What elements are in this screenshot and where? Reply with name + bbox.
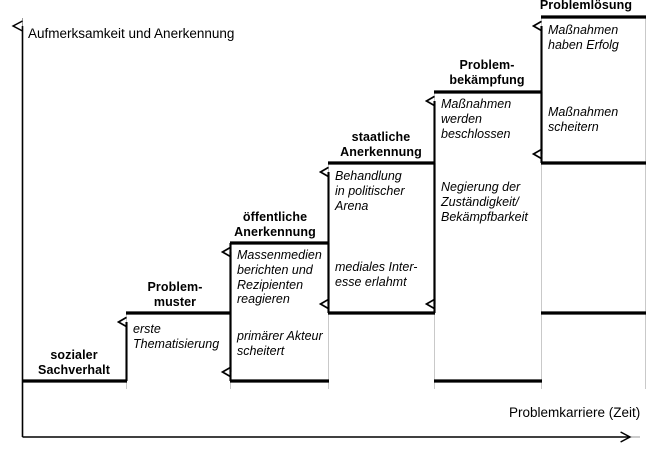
stage-label-problemmuster: Problem- muster	[147, 280, 203, 309]
y-axis-label: Aufmerksamkeit und Anerkennung	[28, 26, 235, 41]
transition-label-massnahmen-scheitern: Maßnahmen scheitern	[548, 105, 619, 134]
transition-label-primaerer-akteur-scheitert: primärer Akteur scheitert	[237, 329, 323, 358]
transition-label-massenmedien: Massenmedien berichten und Rezipienten r…	[237, 248, 322, 307]
x-axis-label: Problemkarriere (Zeit)	[509, 405, 641, 420]
transition-label-behandlung-arena: Behandlung in politischer Arena	[335, 169, 405, 213]
stage-label-problemloesung: Problemlösung	[539, 0, 633, 12]
transition-label-erste-thematisierung: erste Thematisierung	[133, 322, 220, 351]
transition-label-mediales-interesse: mediales Inter- esse erlahmt	[335, 260, 418, 289]
transition-label-negierung: Negierung der Zuständigkeit/ Bekämpfbark…	[441, 180, 528, 224]
transition-label-massnahmen-erfolg: Maßnahmen haben Erfolg	[548, 23, 619, 52]
stage-label-oeffentliche-anerkennung: öffentliche Anerkennung	[234, 210, 316, 239]
stage-label-sozialer-sachverhalt: sozialer Sachverhalt	[38, 348, 110, 377]
transition-label-massnahmen-beschlossen: Maßnahmen werden beschlossen	[441, 97, 512, 141]
stage-plateaus	[22, 15, 646, 383]
stage-label-problembekaempfung: Problem- bekämpfung	[449, 58, 525, 87]
falling-transitions	[231, 92, 543, 372]
stage-label-staatliche-anerkennung: staatliche Anerkennung	[340, 130, 422, 159]
